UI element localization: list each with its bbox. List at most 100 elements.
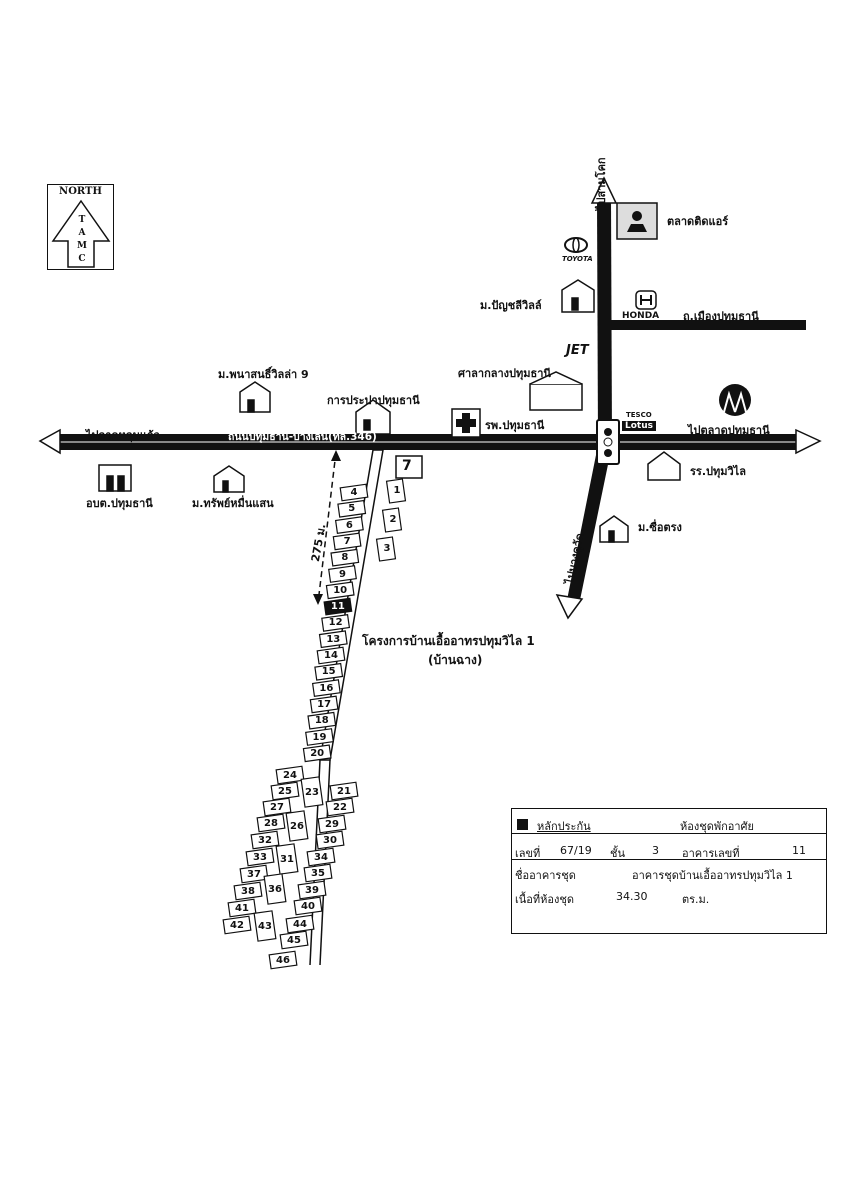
lot-number: 41 [235, 902, 249, 914]
lotus-label: Lotus [622, 421, 656, 431]
seven-eleven-icon [395, 455, 423, 479]
project-name-label: โครงการบ้านเอื้ออาทรปทุมวิไล 1 [362, 634, 535, 648]
south-road [567, 450, 611, 600]
lot-number: 14 [324, 650, 338, 661]
lot-number: 25 [278, 785, 292, 797]
lot-box [328, 565, 357, 583]
building-icon [98, 464, 132, 492]
property-type: ห้องชุดพักอาศัย [680, 820, 754, 833]
lot-number: 27 [270, 801, 284, 813]
lot-number: 32 [258, 834, 272, 846]
lot-number: 33 [253, 851, 267, 863]
north-arrow [590, 176, 618, 204]
lot-box [275, 843, 299, 875]
collateral-marker-icon [517, 819, 528, 830]
lot-number: 11 [330, 601, 345, 613]
lot-box [325, 581, 355, 600]
lot-box [311, 679, 341, 698]
house-icon [561, 279, 595, 313]
lot-number: 6 [345, 519, 353, 531]
house-icon [213, 465, 245, 493]
collateral-label: หลักประกัน [537, 820, 591, 833]
lot-box [385, 478, 407, 504]
lot-box [250, 830, 280, 850]
lot-number: 40 [301, 900, 315, 912]
lot-box [305, 728, 334, 746]
condo-name-value: อาคารชุดบ้านเอื้ออาทรปทุมวิไล 1 [632, 869, 793, 882]
north-arrow-icon [51, 199, 111, 268]
south-arrow [555, 594, 584, 620]
lot-number: 21 [337, 785, 351, 797]
lot-number: 44 [293, 918, 307, 930]
lot-box [330, 548, 360, 567]
east-direction-label: ไปตลาดปทุมธานี [688, 424, 770, 437]
floor-value: 3 [652, 844, 659, 857]
west-arrow [38, 428, 61, 455]
lot-box [263, 873, 287, 905]
lot-number: 1 [393, 485, 401, 496]
toyota-logo-icon [564, 237, 588, 253]
house-icon [599, 515, 629, 543]
lot-number: 28 [264, 817, 278, 829]
lot-number: 43 [258, 920, 272, 932]
lot-box [233, 881, 263, 901]
tesco-label: TESCO [626, 411, 652, 419]
lot-box [337, 499, 367, 518]
lot-box [262, 797, 292, 817]
lot-box [256, 813, 286, 833]
lot-box [334, 516, 364, 535]
number-label: เลขที่ [515, 847, 541, 860]
project-sub-label: (บ้านฉาง) [428, 653, 483, 667]
side-road-label: ถ.เมืองปทุมธานี [683, 310, 759, 323]
side-road [611, 320, 806, 330]
lot-box [317, 814, 347, 834]
lot-box [332, 532, 362, 551]
lot-box [316, 646, 346, 665]
lot-box [227, 898, 257, 918]
lot-box [302, 744, 332, 763]
lot-number: 36 [268, 883, 282, 895]
waterworks-label: การประปาปทุมธานี [327, 394, 420, 407]
obt-label: อบต.ปทุมธานี [86, 497, 153, 510]
lot-number: 46 [276, 954, 290, 966]
lot-box [318, 630, 348, 649]
lot-box [293, 896, 323, 916]
lot-number: 13 [326, 633, 341, 645]
lot-box [285, 914, 315, 934]
lot-number: 19 [312, 731, 327, 743]
bank-logo-icon [719, 384, 751, 416]
area-value: 34.30 [616, 890, 648, 903]
ban-panya-villa-label: ม.ปัญชลีวิลล์ [480, 299, 542, 312]
provincial-hall-label: ศาลากลางปทุมธานี [458, 367, 551, 380]
lot-number: 17 [317, 698, 332, 710]
pathum-wilai-school-label: รร.ปทุมวิไล [690, 465, 746, 478]
lot-number: 37 [247, 868, 261, 880]
lot-number: 5 [348, 503, 356, 515]
lot-box [325, 797, 355, 817]
lot-number: 20 [310, 747, 325, 759]
lot-box [339, 483, 369, 502]
north-compass: NORTH T A M C [47, 184, 114, 270]
lot-number: 45 [287, 934, 301, 946]
lot-number: 35 [311, 867, 325, 879]
lot-box [300, 776, 324, 808]
lot-number: 39 [305, 884, 319, 896]
lot-box [375, 536, 397, 562]
lot-number: 9 [339, 568, 346, 580]
lot-number: 22 [333, 801, 347, 813]
lot-number: 34 [314, 851, 328, 863]
north-letter: A [78, 228, 86, 238]
seven-eleven-label: 7 [402, 458, 412, 474]
lot-box [329, 781, 359, 801]
lot-box [306, 847, 336, 867]
toyota-label: TOYOTA [562, 255, 593, 263]
lot-number: 3 [383, 543, 391, 554]
lot-box [323, 597, 353, 616]
lot-box [285, 810, 309, 842]
hospital-icon [451, 408, 481, 438]
lot-box [321, 613, 351, 632]
number-value: 67/19 [560, 844, 592, 857]
lot-number: 26 [290, 820, 304, 832]
distance-line [317, 451, 337, 604]
